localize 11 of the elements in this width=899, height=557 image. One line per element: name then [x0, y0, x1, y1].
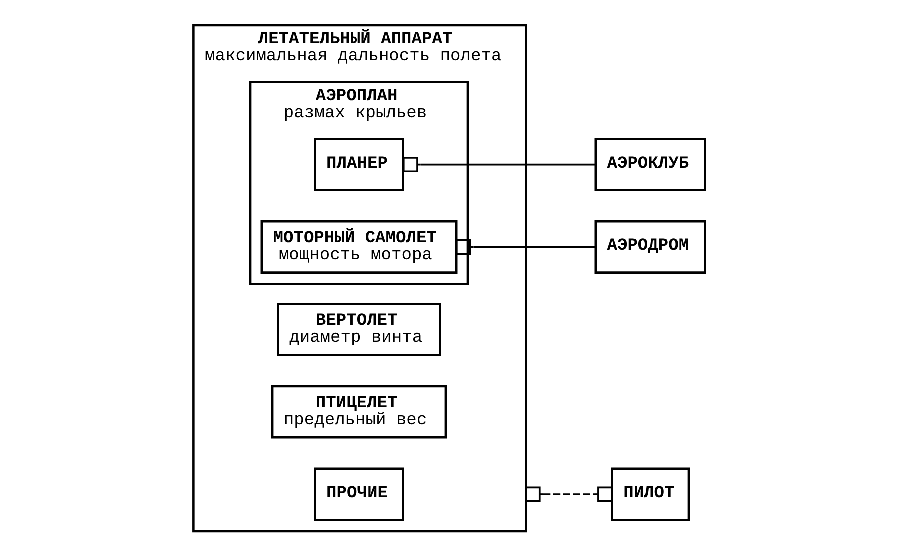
connector: [402, 157, 596, 173]
node-box: АЭРОДРОМ: [594, 220, 706, 274]
node-box: ПИЛОТ: [611, 468, 690, 522]
connector: [456, 239, 596, 255]
connector: [525, 486, 614, 502]
node-box: ПЛАНЕР: [314, 138, 404, 192]
node-box: ПРОЧИЕ: [314, 468, 404, 522]
node-box: МОТОРНЫЙ САМОЛЕТ мощность мотора: [260, 220, 458, 274]
node-box: ПТИЦЕЛЕТ предельный вес: [271, 385, 448, 439]
node-box: АЭРОКЛУБ: [594, 138, 706, 192]
node-box: ВЕРТОЛЕТ диаметр винта: [277, 302, 442, 356]
